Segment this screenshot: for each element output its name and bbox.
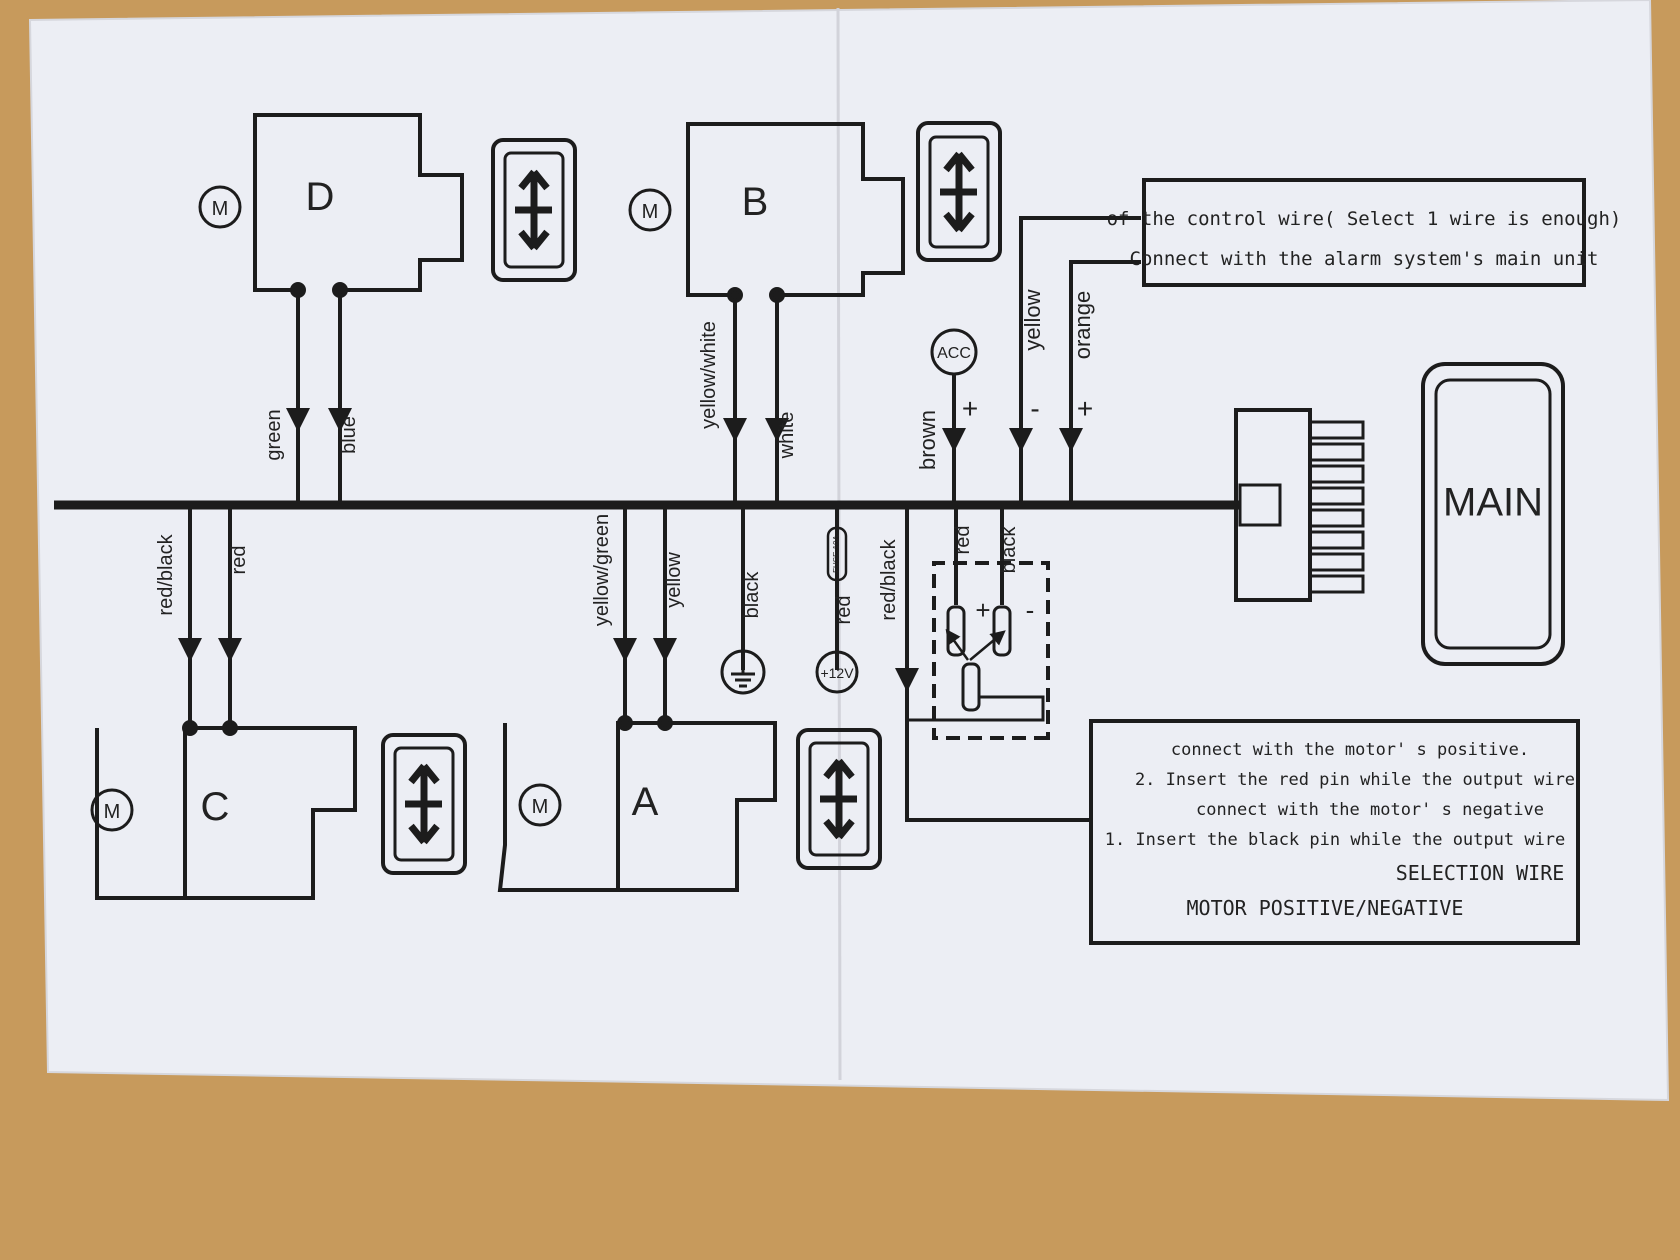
label-red-selection: red [952, 526, 974, 555]
door-b-actuator [916, 121, 1002, 262]
label-white: white [776, 412, 798, 460]
fuse [826, 526, 848, 582]
label-yellow-white: yellow/white [698, 321, 720, 429]
door-b-actuator-arrow-icon [940, 151, 977, 233]
door-c-motor-label: M [104, 801, 121, 823]
selection-pin-box [932, 561, 1050, 740]
motor-note-line1: 1. Insert the black pin while the output… [1105, 830, 1566, 850]
door-b-junction-2 [769, 287, 785, 303]
main-unit: MAIN [1234, 362, 1565, 666]
door-b-label: B [742, 180, 769, 224]
paper-sheet [28, 0, 1670, 1102]
door-b-junction-1 [727, 287, 743, 303]
motor-note-title2: SELECTION WIRE [1396, 861, 1565, 885]
plus-selection: + [975, 595, 990, 625]
label-yellow-a: yellow [663, 552, 685, 608]
door-a-motor [518, 783, 562, 827]
door-b-motor-label: M [642, 201, 659, 223]
label-yellow-control: yellow [1020, 289, 1045, 350]
door-c-actuator-arrow-icon [405, 763, 442, 845]
label-red-power: red [833, 596, 855, 625]
label-orange-control: orange [1070, 291, 1095, 360]
door-b-group: yellow/white white M B [628, 121, 1002, 505]
door-d-actuator-arrow-icon [515, 169, 552, 251]
label-black-selection: black [998, 526, 1020, 574]
alarm-note-line2: of the control wire( Select 1 wire is en… [1107, 208, 1622, 230]
door-c-label: C [201, 785, 230, 829]
label-red-black-c: red/black [155, 533, 177, 615]
motor-note-line4: connect with the motor' s positive. [1171, 740, 1529, 760]
door-b-motor [628, 188, 672, 232]
door-d-motor-label: M [212, 198, 229, 220]
door-a-group: yellow yellow/green M A [497, 505, 882, 892]
door-d-actuator [491, 138, 577, 282]
label-yellow-green: yellow/green [591, 514, 613, 626]
ground-terminal [720, 649, 766, 695]
label-red-c: red [228, 546, 250, 575]
motor-note-box: MOTOR POSITIVE/NEGATIVE SELECTION WIRE 1… [1089, 719, 1580, 945]
plus-orange: + [1077, 393, 1093, 424]
plus-acc: + [962, 393, 978, 424]
alarm-note-line1: Connect with the alarm system's main uni… [1130, 248, 1599, 270]
wire-red-black-selection [905, 505, 1091, 822]
minus-selection: - [1026, 595, 1035, 625]
door-a-actuator [796, 728, 882, 870]
door-a-label: A [632, 780, 659, 824]
ground-icon [731, 660, 755, 688]
door-d-group: green blue M D [198, 113, 577, 505]
door-d-motor [198, 185, 242, 229]
door-a-actuator-arrow-icon [820, 758, 857, 840]
alarm-note-box: Connect with the alarm system's main uni… [1107, 178, 1622, 287]
label-green: green [263, 409, 285, 460]
label-brown: brown [915, 410, 940, 470]
door-d-label: D [306, 175, 335, 219]
door-c-motor [90, 788, 134, 832]
acc-label: ACC [937, 345, 971, 362]
door-a-motor-label: M [532, 796, 549, 818]
motor-note-line3: 2. Insert the red pin while the output w… [1135, 770, 1575, 790]
power-label: +12V [820, 665, 854, 681]
selector-pin [961, 662, 981, 712]
motor-note-title1: MOTOR POSITIVE/NEGATIVE [1187, 896, 1464, 920]
label-black-ground: black [741, 571, 763, 619]
door-c-actuator [381, 733, 467, 875]
label-blue: blue [338, 416, 360, 454]
fuse-label: FUSE 10A [832, 534, 841, 572]
main-unit-label: MAIN [1443, 481, 1543, 525]
power-terminal [815, 650, 859, 694]
motor-note-line2: connect with the motor' s negative [1196, 800, 1544, 820]
label-red-black-selection: red/black [878, 538, 900, 620]
door-c-group: red red/black M C [90, 505, 467, 900]
minus-yellow: - [1030, 393, 1039, 424]
